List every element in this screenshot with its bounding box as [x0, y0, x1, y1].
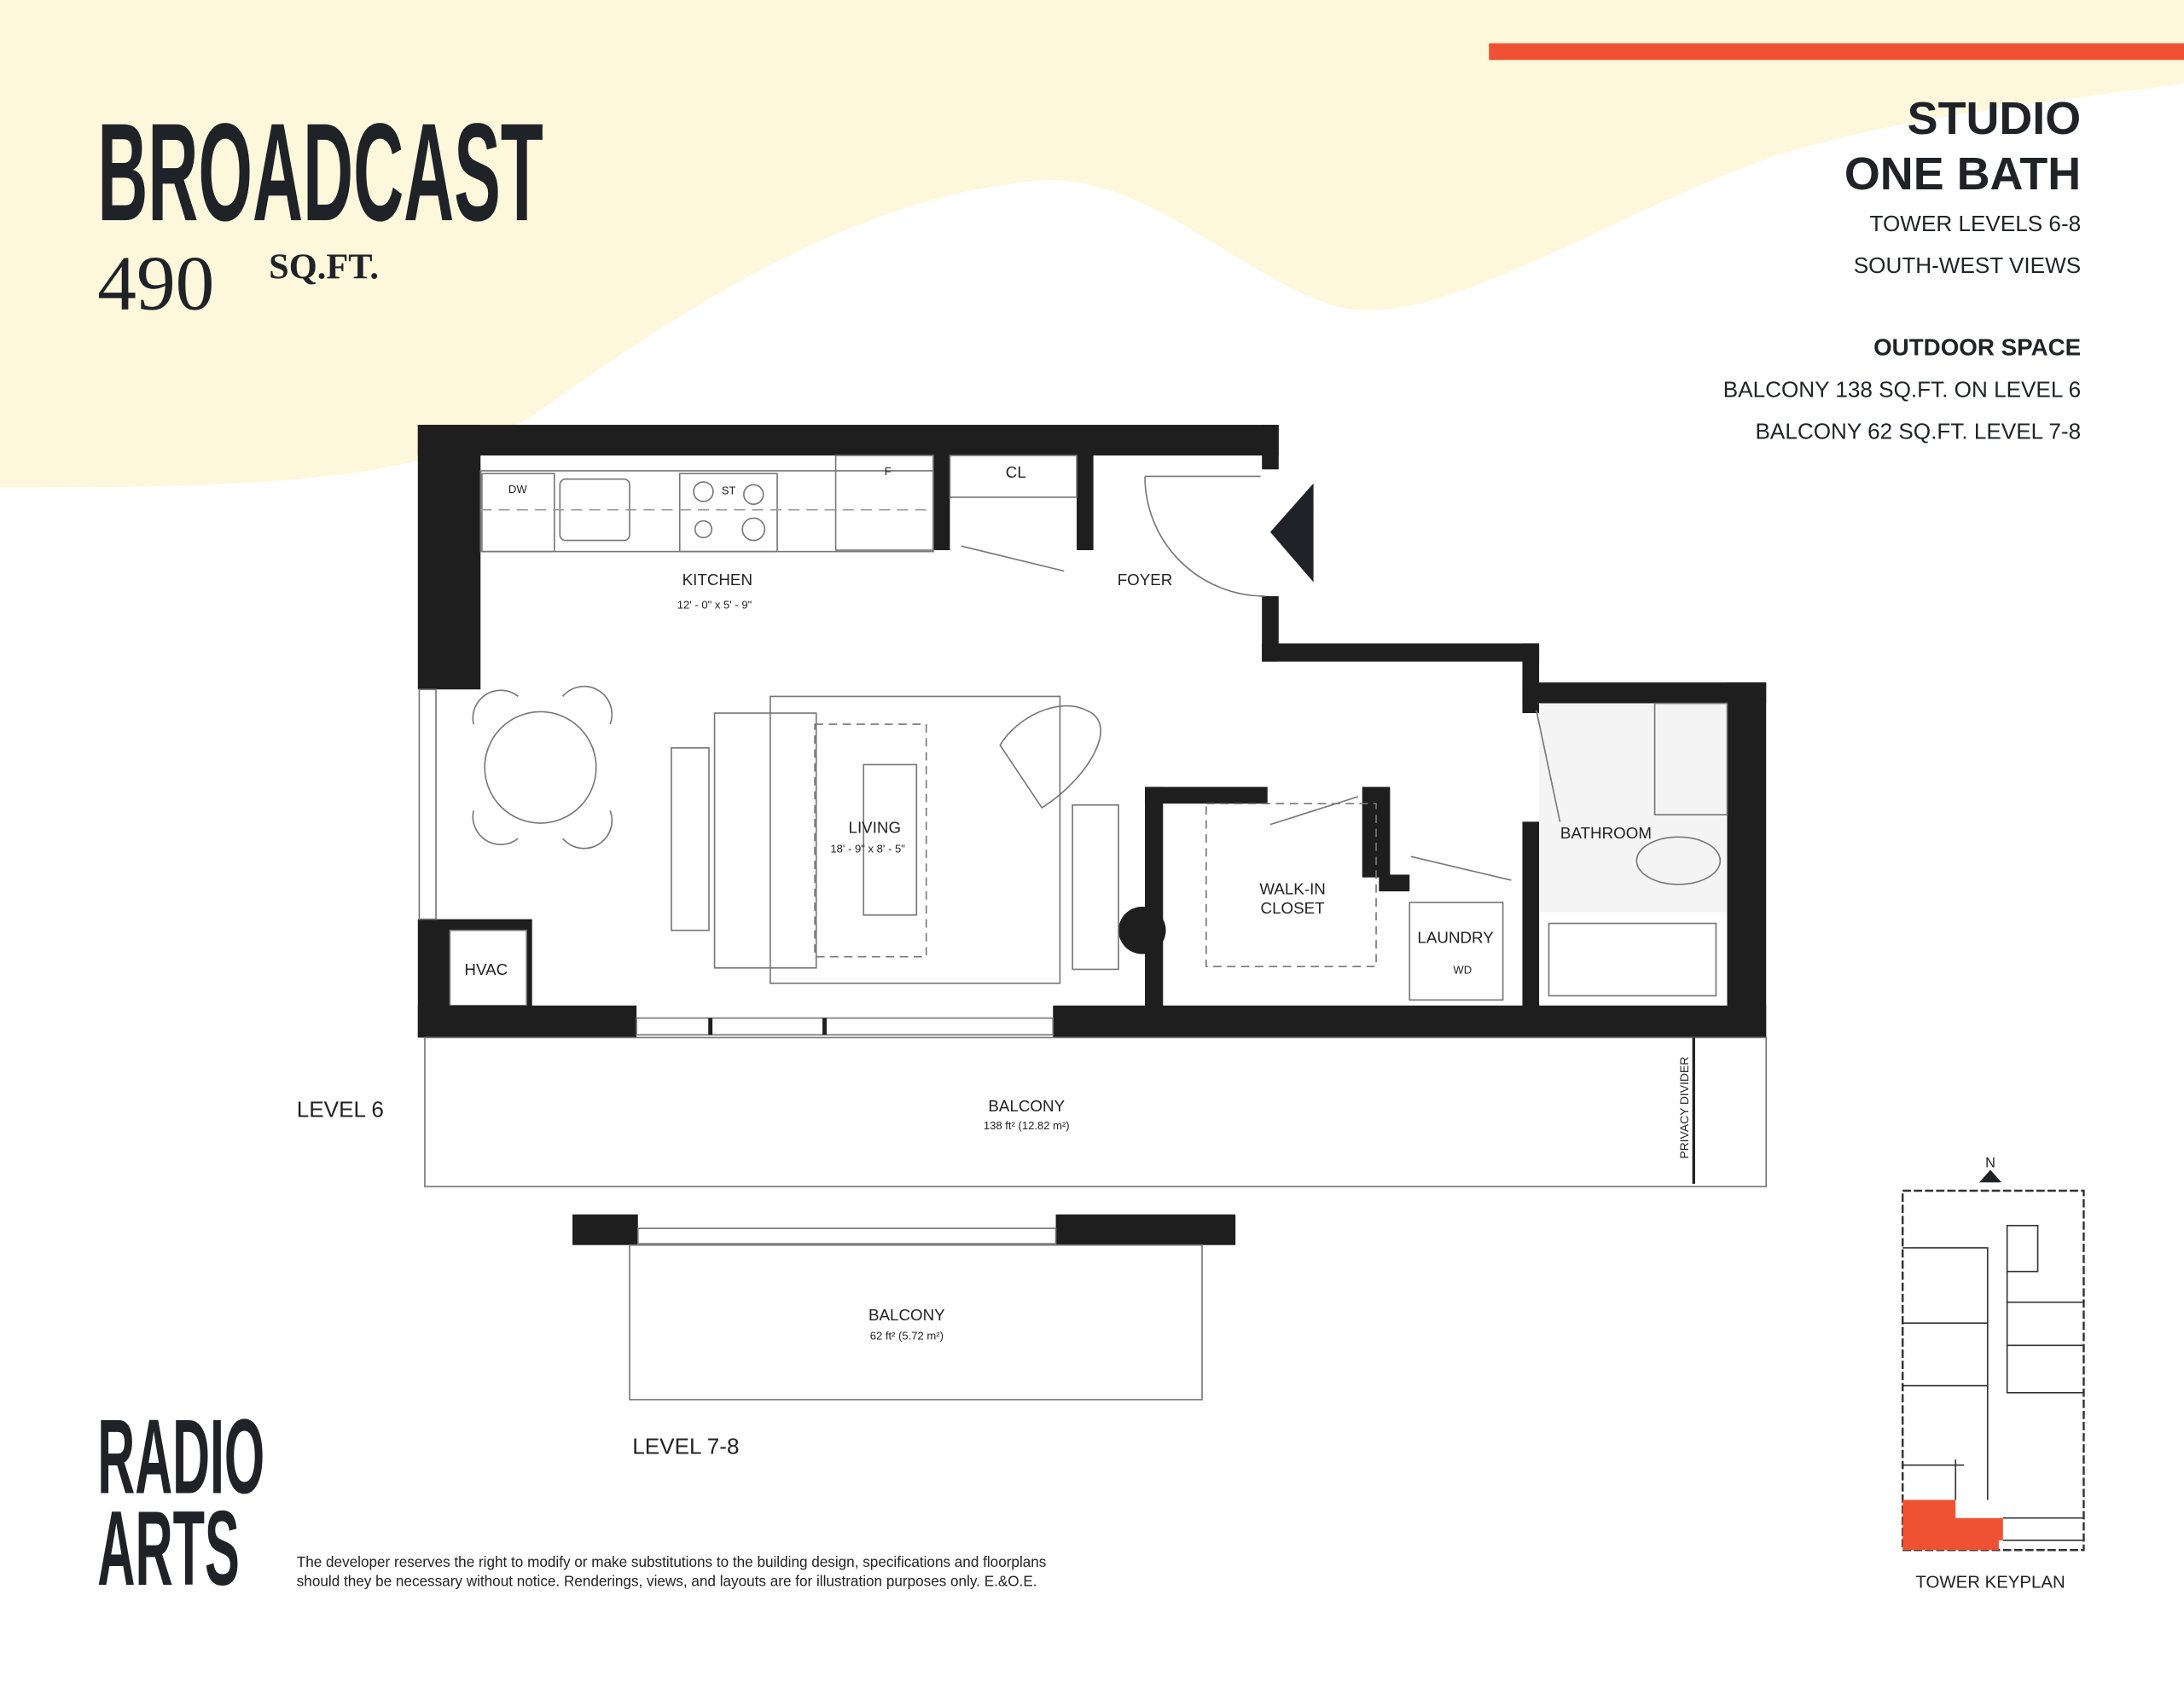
outdoor-line2: BALCONY 62 SQ.FT. LEVEL 7-8 — [1756, 418, 2082, 444]
walkin-label-2: CLOSET — [1261, 899, 1326, 917]
balcony-78-label: BALCONY — [868, 1306, 945, 1324]
closet-label: CL — [1006, 463, 1026, 481]
views: SOUTH-WEST VIEWS — [1854, 252, 2081, 278]
logo-arts: ARTS — [97, 1490, 240, 1608]
balcony-level-6 — [424, 1036, 1768, 1187]
living-dims: 18' - 9" x 8' - 5" — [830, 842, 905, 855]
foyer-label: FOYER — [1118, 571, 1173, 589]
outdoor-heading: OUTDOOR SPACE — [1873, 334, 2081, 360]
unit-walls — [417, 425, 1767, 1038]
privacy-divider-label: PRIVACY DIVIDER — [1677, 1057, 1691, 1159]
balcony-6-label: BALCONY — [988, 1097, 1065, 1115]
tower-levels: TOWER LEVELS 6-8 — [1870, 211, 2082, 236]
area-unit: SQ.FT. — [269, 247, 379, 287]
balcony-6-area: 138 ft² (12.82 m²) — [984, 1119, 1070, 1132]
level-6-label: LEVEL 6 — [297, 1097, 384, 1122]
kitchen-dims: 12' - 0" x 5' - 9" — [677, 599, 752, 612]
washer-dryer-label: WD — [1453, 963, 1472, 976]
cream-wave-background — [0, 0, 2184, 488]
north-arrow-icon — [1979, 1169, 2002, 1183]
tower-keyplan: N TOWER KEYPLAN — [1901, 1155, 2085, 1592]
unit-type-line1: STUDIO — [1908, 93, 2081, 144]
kitchen-label: KITCHEN — [682, 571, 752, 589]
fridge-label: F — [885, 465, 892, 478]
hvac-label: HVAC — [464, 960, 508, 978]
unit-type-line2: ONE BATH — [1844, 148, 2081, 200]
kitchen-counter — [479, 455, 1077, 553]
outdoor-line1: BALCONY 138 SQ.FT. ON LEVEL 6 — [1723, 376, 2081, 402]
disclaimer-line1: The developer reserves the right to modi… — [297, 1553, 1047, 1570]
walkin-label-1: WALK-IN — [1259, 879, 1326, 897]
dishwasher-label: DW — [508, 483, 527, 496]
unit-name: BROADCAST — [97, 94, 543, 250]
stove-label: ST — [722, 484, 736, 497]
area-value: 490 — [97, 241, 214, 327]
laundry-label: LAUNDRY — [1417, 928, 1494, 946]
closet-door[interactable] — [961, 545, 1065, 572]
logo-radio: RADIO — [97, 1398, 264, 1516]
accent-bar — [1489, 43, 2184, 61]
bathroom-label: BATHROOM — [1560, 824, 1652, 842]
living-furniture — [472, 685, 1119, 984]
balcony-78-area: 62 ft² (5.72 m²) — [870, 1330, 944, 1343]
level-7-8-label: LEVEL 7-8 — [632, 1434, 739, 1459]
unit-highlight — [1902, 1499, 2003, 1551]
disclaimer-line2: should they be necessary without notice.… — [297, 1573, 1037, 1590]
living-label: LIVING — [849, 818, 902, 836]
keyplan-label: TOWER KEYPLAN — [1915, 1573, 2065, 1592]
north-label: N — [1985, 1155, 1995, 1170]
entry-door[interactable] — [1144, 475, 1265, 597]
balcony-level-7-8 — [629, 1244, 1203, 1401]
entry-arrow-icon — [1269, 483, 1314, 583]
